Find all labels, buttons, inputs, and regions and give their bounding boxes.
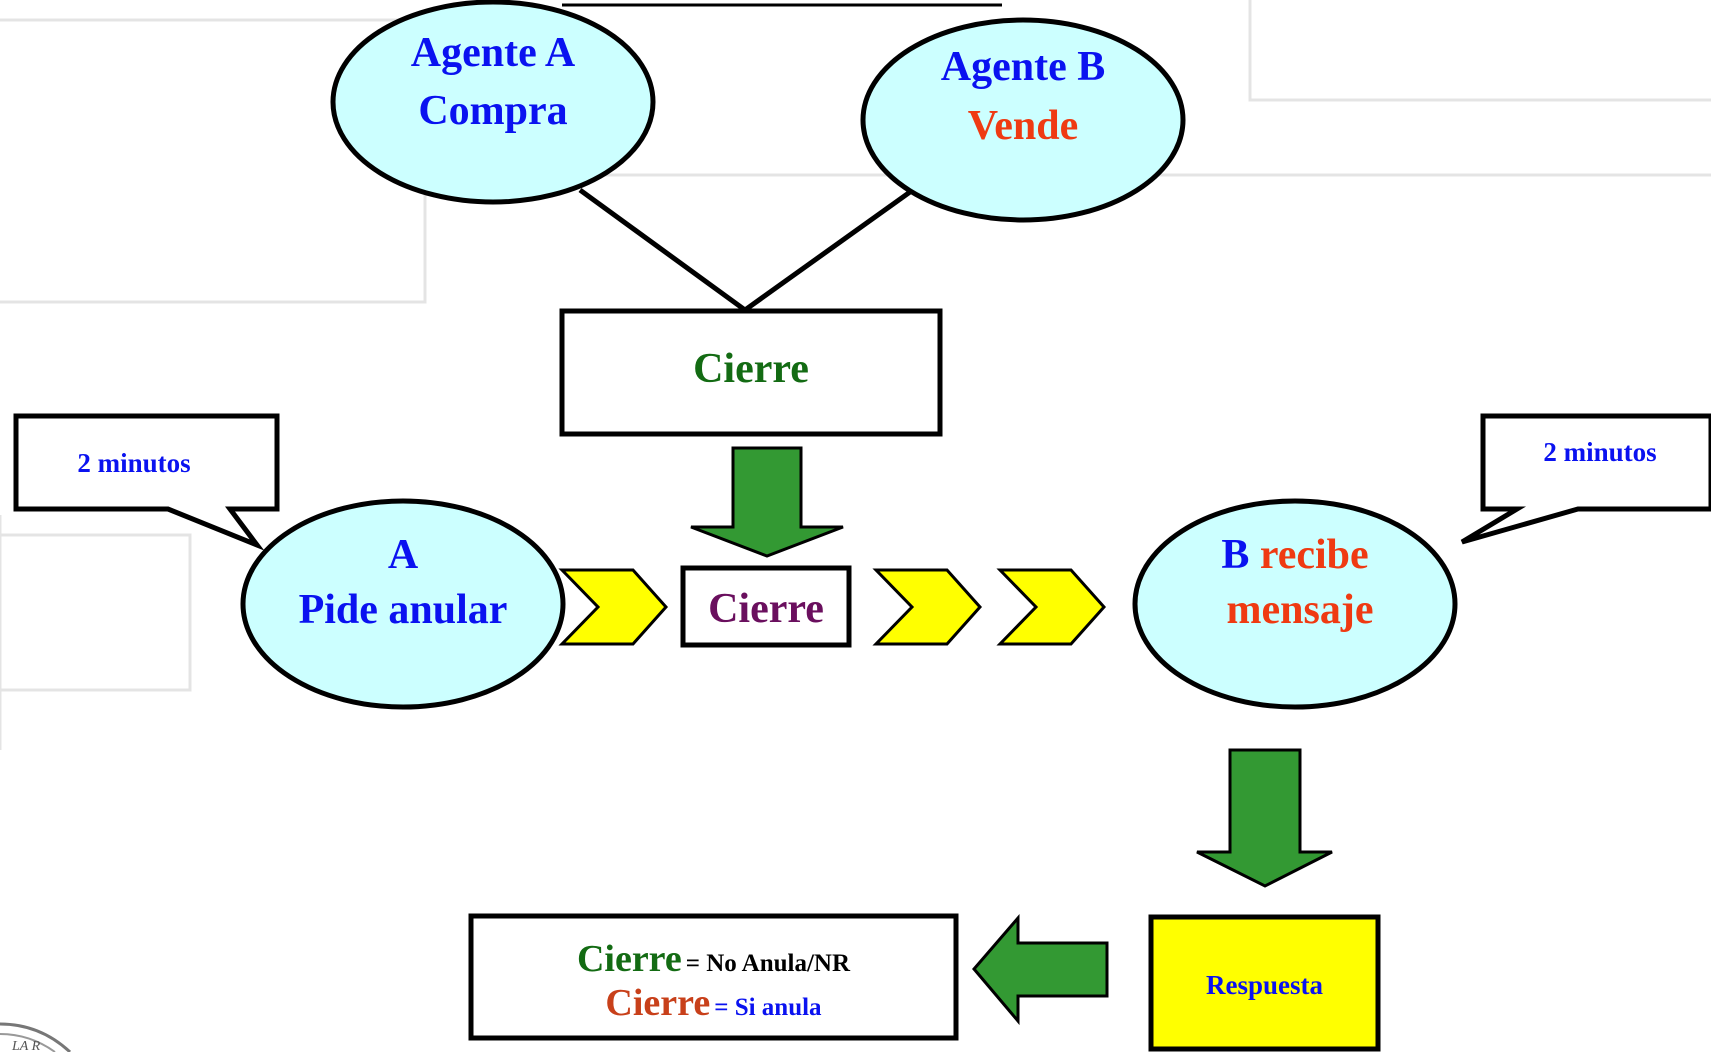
- node-b-letter: B: [1221, 532, 1250, 578]
- agent-a-line2: Compra: [418, 88, 568, 134]
- node-b-recibe: recibe: [1259, 532, 1369, 578]
- result-row-2: Cierre = Si anula: [471, 984, 956, 1022]
- middle-cierre-box: [680, 565, 852, 648]
- top-cierre-label: Cierre: [693, 346, 809, 392]
- down-arrow-top: [690, 446, 844, 558]
- connector-agent-a: [578, 187, 747, 313]
- result-row-2-text: = Si anula: [714, 994, 822, 1021]
- result-row-1-word: Cierre: [576, 938, 682, 980]
- seal-logo: LA R: [0, 1022, 72, 1052]
- node-b-line1: B recibe: [1145, 534, 1445, 576]
- callout-left-shape: [13, 413, 280, 551]
- chevron-3: [996, 568, 1107, 646]
- agent-a-line1: Agente A: [410, 30, 576, 76]
- node-b-line2: mensaje: [1226, 587, 1374, 633]
- top-cierre-box: [559, 308, 943, 437]
- agent-b-line1: Agente B: [940, 44, 1106, 90]
- node-b-ellipse: [1132, 498, 1458, 710]
- agent-a-ellipse: [330, 0, 656, 205]
- svg-text:LA R: LA R: [11, 1039, 41, 1052]
- callout-right-shape: [1460, 413, 1711, 545]
- response-label: Respuesta: [1205, 970, 1323, 1000]
- callout-right-label: 2 minutos: [1543, 437, 1657, 467]
- result-row-1-text: = No Anula/NR: [685, 950, 851, 977]
- result-row-1: Cierre = No Anula/NR: [471, 940, 956, 978]
- result-row-2-word: Cierre: [605, 982, 711, 1024]
- chevron-2: [872, 568, 983, 646]
- node-a-line1: A: [387, 532, 419, 578]
- response-box: [1148, 914, 1381, 1052]
- chevron-1: [558, 568, 669, 646]
- node-a-line2: Pide anular: [298, 587, 508, 633]
- result-box: [468, 913, 959, 1041]
- left-arrow: [972, 913, 1109, 1026]
- agent-b-ellipse: [860, 17, 1186, 223]
- middle-cierre-label: Cierre: [708, 586, 824, 632]
- down-arrow-right: [1196, 748, 1333, 888]
- connector-agent-b: [743, 189, 912, 313]
- node-a-ellipse: [240, 498, 566, 710]
- callout-left-label: 2 minutos: [77, 448, 191, 478]
- agent-b-line2: Vende: [967, 103, 1079, 149]
